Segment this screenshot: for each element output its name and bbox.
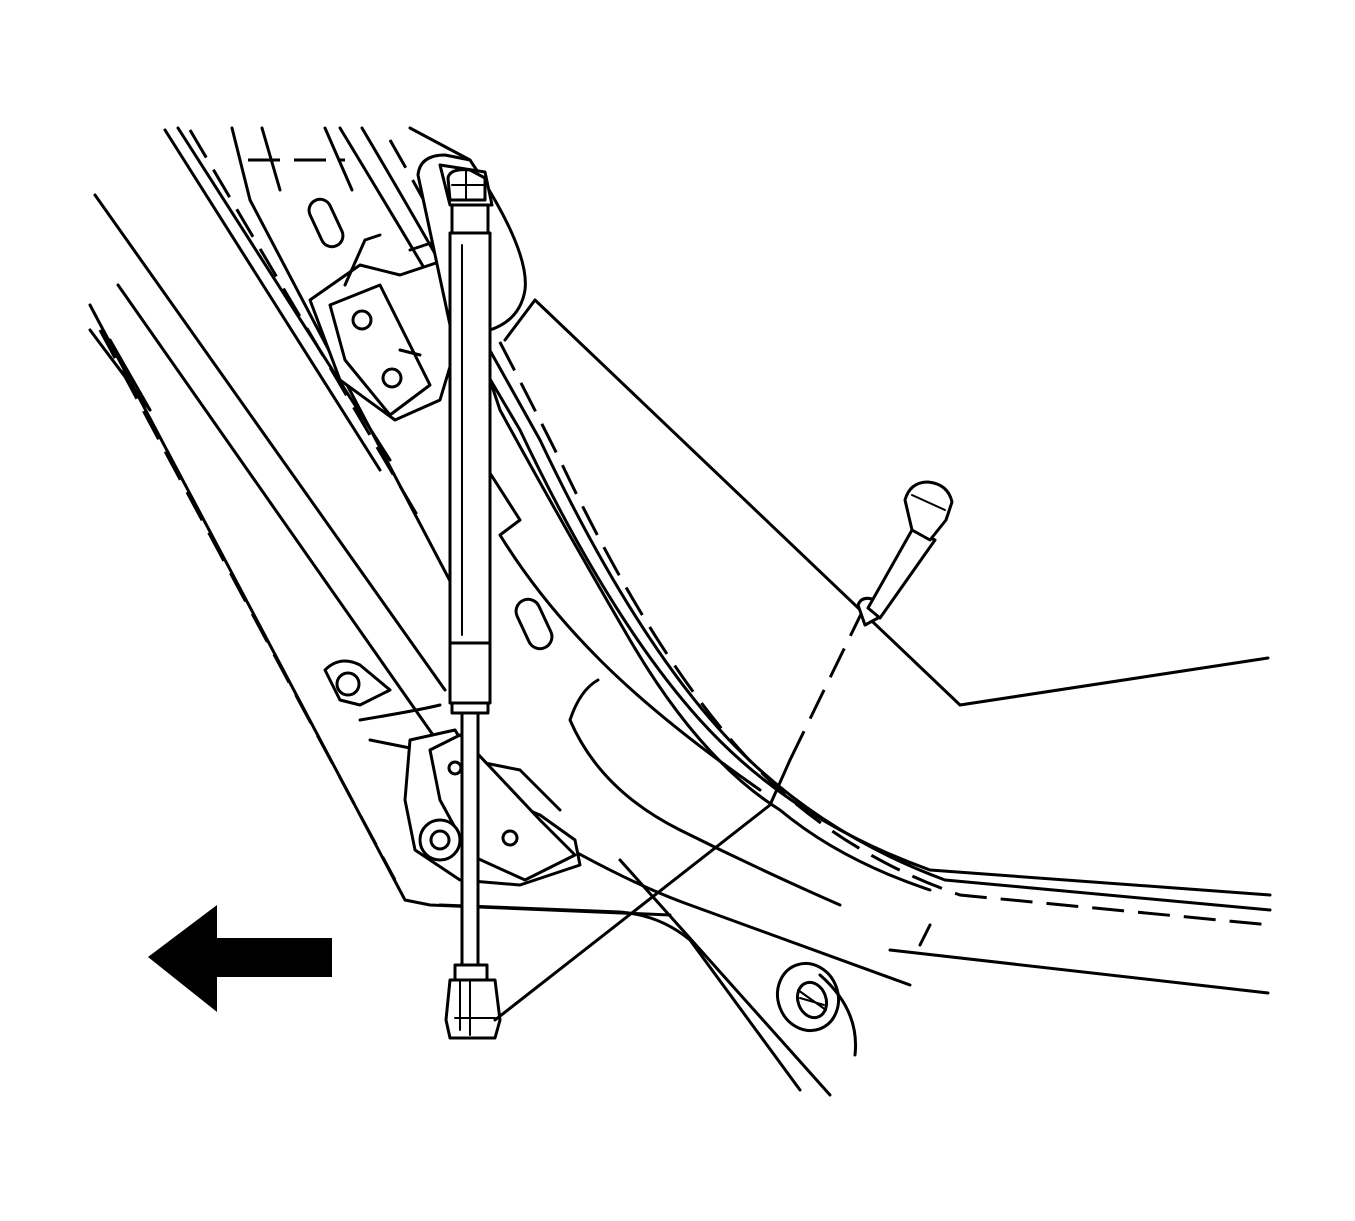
direction-arrow	[148, 905, 332, 1012]
frame-slots	[307, 197, 858, 1057]
retaining-bolt	[493, 480, 954, 1022]
gas-strut	[416, 153, 527, 1040]
upper-hinge	[308, 233, 462, 422]
body-panel	[88, 126, 672, 917]
